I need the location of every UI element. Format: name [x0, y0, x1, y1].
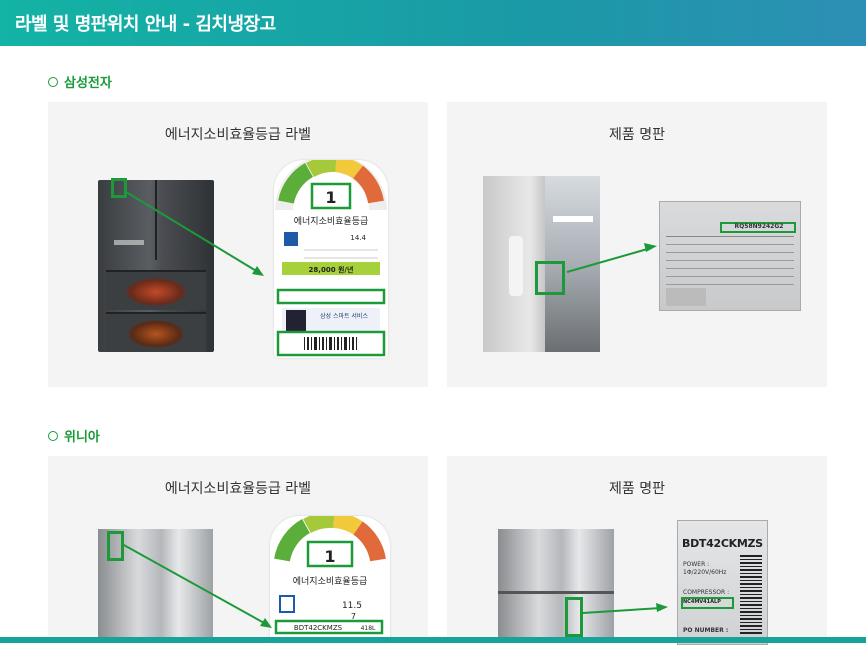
section-title-winia: 위니아 — [48, 426, 100, 445]
bullet-circle-icon — [48, 431, 58, 441]
svg-text:1: 1 — [324, 547, 335, 566]
card-samsung-nameplate: 제품 명판 RQ58N9242G2 — [447, 102, 827, 387]
model-highlight — [720, 222, 796, 233]
svg-text:11.5: 11.5 — [342, 601, 362, 611]
pointer-arrow — [566, 243, 657, 273]
fridge-image — [98, 180, 214, 352]
nameplate-location-highlight — [535, 261, 565, 295]
svg-text:에너지소비효율등급: 에너지소비효율등급 — [294, 216, 369, 227]
svg-text:1: 1 — [325, 188, 336, 207]
nameplate-image: RQ58N9242G2 — [659, 201, 801, 311]
barcode-icon — [740, 555, 762, 635]
energy-label-graphic: 1 에너지소비효율등급 11.5 7 BDT42CKMZS 418L — [274, 511, 386, 635]
bottom-bar — [0, 637, 866, 643]
steel-fridge-image — [98, 529, 213, 643]
label-location-highlight — [111, 178, 127, 198]
pointer-arrow — [582, 603, 668, 614]
svg-text:삼성 스마트 서비스: 삼성 스마트 서비스 — [320, 312, 368, 320]
card-title: 에너지소비효율등급 라벨 — [164, 481, 312, 497]
pointer-arrow — [121, 543, 272, 628]
open-fridge-image — [483, 176, 600, 352]
svg-text:7: 7 — [351, 612, 356, 621]
steel-fridge-image — [498, 529, 614, 643]
compressor-highlight — [681, 597, 734, 609]
label-location-highlight — [107, 531, 124, 561]
card-title: 제품 명판 — [609, 127, 665, 143]
svg-text:28,000 원/년: 28,000 원/년 — [309, 265, 354, 274]
card-title: 제품 명판 — [609, 481, 665, 497]
page-title: 라벨 및 명판위치 안내 - 김치냉장고 — [15, 14, 276, 35]
card-winia-energy-label: 에너지소비효율등급 라벨 1 에너지소비효율등급 11.5 7 BDT42CKM… — [48, 456, 428, 643]
energy-label-image: 1 에너지소비효율등급 11.5 7 BDT42CKMZS 418L — [270, 511, 390, 643]
card-winia-nameplate: 제품 명판 BDT42CKMZS POWER : 1Φ/220V/60Hz CO… — [447, 456, 827, 645]
card-title: 에너지소비효율등급 라벨 — [164, 127, 312, 143]
energy-label-graphic: 1 에너지소비효율등급 14.4 28,000 원/년 삼성 스마트 서비스 — [275, 154, 387, 357]
svg-text:418L: 418L — [361, 625, 376, 632]
svg-text:BDT42CKMZS: BDT42CKMZS — [294, 624, 343, 632]
nameplate-image: BDT42CKMZS POWER : 1Φ/220V/60Hz COMPRESS… — [677, 520, 768, 645]
section-title-samsung: 삼성전자 — [48, 72, 112, 91]
svg-text:에너지소비효율등급: 에너지소비효율등급 — [293, 576, 368, 587]
pointer-arrow — [125, 191, 264, 276]
bullet-circle-icon — [48, 77, 58, 87]
page-header: 라벨 및 명판위치 안내 - 김치냉장고 — [0, 0, 866, 46]
svg-text:14.4: 14.4 — [350, 234, 366, 242]
card-samsung-energy-label: 에너지소비효율등급 라벨 1 에너지소비효율등급 14.4 28,000 원/ — [48, 102, 428, 387]
energy-label-image: 1 에너지소비효율등급 14.4 28,000 원/년 삼성 스마트 서비스 — [274, 154, 388, 358]
nameplate-location-highlight — [565, 597, 583, 637]
